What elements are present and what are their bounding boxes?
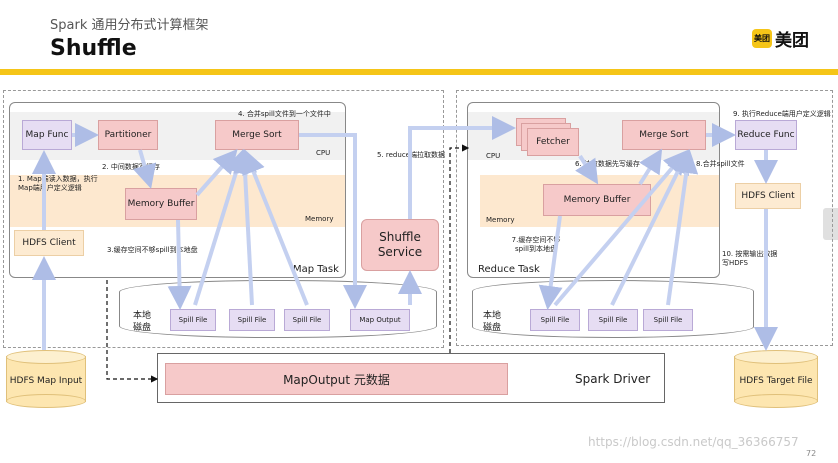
page-number: 72 <box>806 449 817 458</box>
side-scroll-handle[interactable] <box>823 208 838 240</box>
map-disk-label: 本地磁盘 <box>133 311 152 333</box>
arrow-spill3-to-merge <box>242 149 309 306</box>
arrow-rspill3-to-merge <box>666 149 699 306</box>
fetcher-box: Fetcher <box>527 128 579 156</box>
reduce-note-9: 9. 执行Reduce端用户定义逻辑 <box>733 110 831 118</box>
hdfs-target-file-label: HDFS Target File <box>739 376 813 386</box>
meituan-logo-badge: 美团 <box>752 28 772 48</box>
map-merge-sort-box: Merge Sort <box>215 120 299 150</box>
reduce-memory-label: Memory <box>486 216 515 224</box>
map-region <box>3 90 444 348</box>
arrow-rspill1-to-merge <box>553 149 688 307</box>
map-cpu-label: CPU <box>316 149 331 157</box>
arrow-merge-to-mapoutput <box>299 133 367 309</box>
arrow-buffer-to-reduce-spill <box>538 215 563 310</box>
reduce-note-7: 7.缓存空间不够spill到本地盘 <box>511 236 561 253</box>
dashed-arrow-map-to-driver <box>106 280 159 383</box>
dashed-arrow-driver-to-reduce <box>449 144 470 353</box>
map-spill-file-1: Spill File <box>170 309 216 331</box>
map-memory-buffer-box: Memory Buffer <box>125 188 197 220</box>
reduce-spill-file-3: Spill File <box>643 309 693 331</box>
hdfs-target-file-cylinder: HDFS Target File <box>734 350 818 408</box>
arrow-shuffle-to-fetcher <box>408 116 516 219</box>
arrow-buffer-to-spill <box>167 219 192 310</box>
map-memory-label: Memory <box>305 215 334 223</box>
map-note-3: 3.缓存空间不够spill到本地盘 <box>107 246 198 254</box>
map-task-label: Map Task <box>293 264 339 275</box>
reduce-disk-label: 本地磁盘 <box>483 311 502 333</box>
page-title: Shuffle <box>50 36 137 61</box>
partitioner-box: Partitioner <box>98 120 158 150</box>
reduce-spill-file-2: Spill File <box>588 309 638 331</box>
spark-driver-label: Spark Driver <box>575 372 651 386</box>
map-output-file: Map Output <box>350 309 410 331</box>
arrow-fetcher-to-buffer <box>575 154 599 185</box>
reduce-note-6: 6. 拉取数据先写缓存 <box>575 160 640 168</box>
arrow-spill1-to-merge <box>193 149 248 306</box>
reduce-memory-buffer-box: Memory Buffer <box>543 184 651 216</box>
arrow-buffer-to-merge-r <box>638 148 663 186</box>
arrow-spill2-to-merge <box>233 149 258 306</box>
reduce-merge-sort-box: Merge Sort <box>622 120 706 150</box>
map-note-1: 1. Map端读入数据，执行Map端用户定义逻辑 <box>18 175 98 192</box>
map-spill-file-3: Spill File <box>284 309 330 331</box>
arrow-partitioner-to-buffer <box>132 149 157 189</box>
meituan-logo: 美团 美团 <box>752 26 809 51</box>
reduce-hdfs-client-box: HDFS Client <box>735 183 801 209</box>
reduce-region <box>456 90 833 346</box>
map-hdfs-client-box: HDFS Client <box>14 230 84 256</box>
hdfs-map-input-cylinder: HDFS Map Input <box>6 350 86 408</box>
meituan-logo-text: 美团 <box>775 30 809 51</box>
mapoutput-metadata-box: MapOutput 元数据 <box>165 363 508 395</box>
course-title: Spark 通用分布式计算框架 <box>50 18 209 33</box>
reduce-cpu-label: CPU <box>486 152 501 160</box>
watermark: https://blog.csdn.net/qq_36366757 <box>588 435 799 449</box>
header-accent-bar <box>0 69 838 75</box>
reduce-task-label: Reduce Task <box>478 264 540 275</box>
reduce-note-10: 10. 按需输出数据写HDFS <box>722 250 778 267</box>
reduce-func-box: Reduce Func <box>735 120 797 150</box>
map-func-box: Map Func <box>22 120 72 150</box>
map-note-2: 2. 中间数据写缓存 <box>102 163 160 171</box>
arrow-rspill2-to-merge <box>610 149 689 306</box>
map-spill-file-2: Spill File <box>229 309 275 331</box>
reduce-note-8: 8.合并spill文件 <box>696 160 745 168</box>
hdfs-map-input-label: HDFS Map Input <box>9 376 83 386</box>
map-note-4: 4. 合并spill文件到一个文件中 <box>238 110 331 118</box>
